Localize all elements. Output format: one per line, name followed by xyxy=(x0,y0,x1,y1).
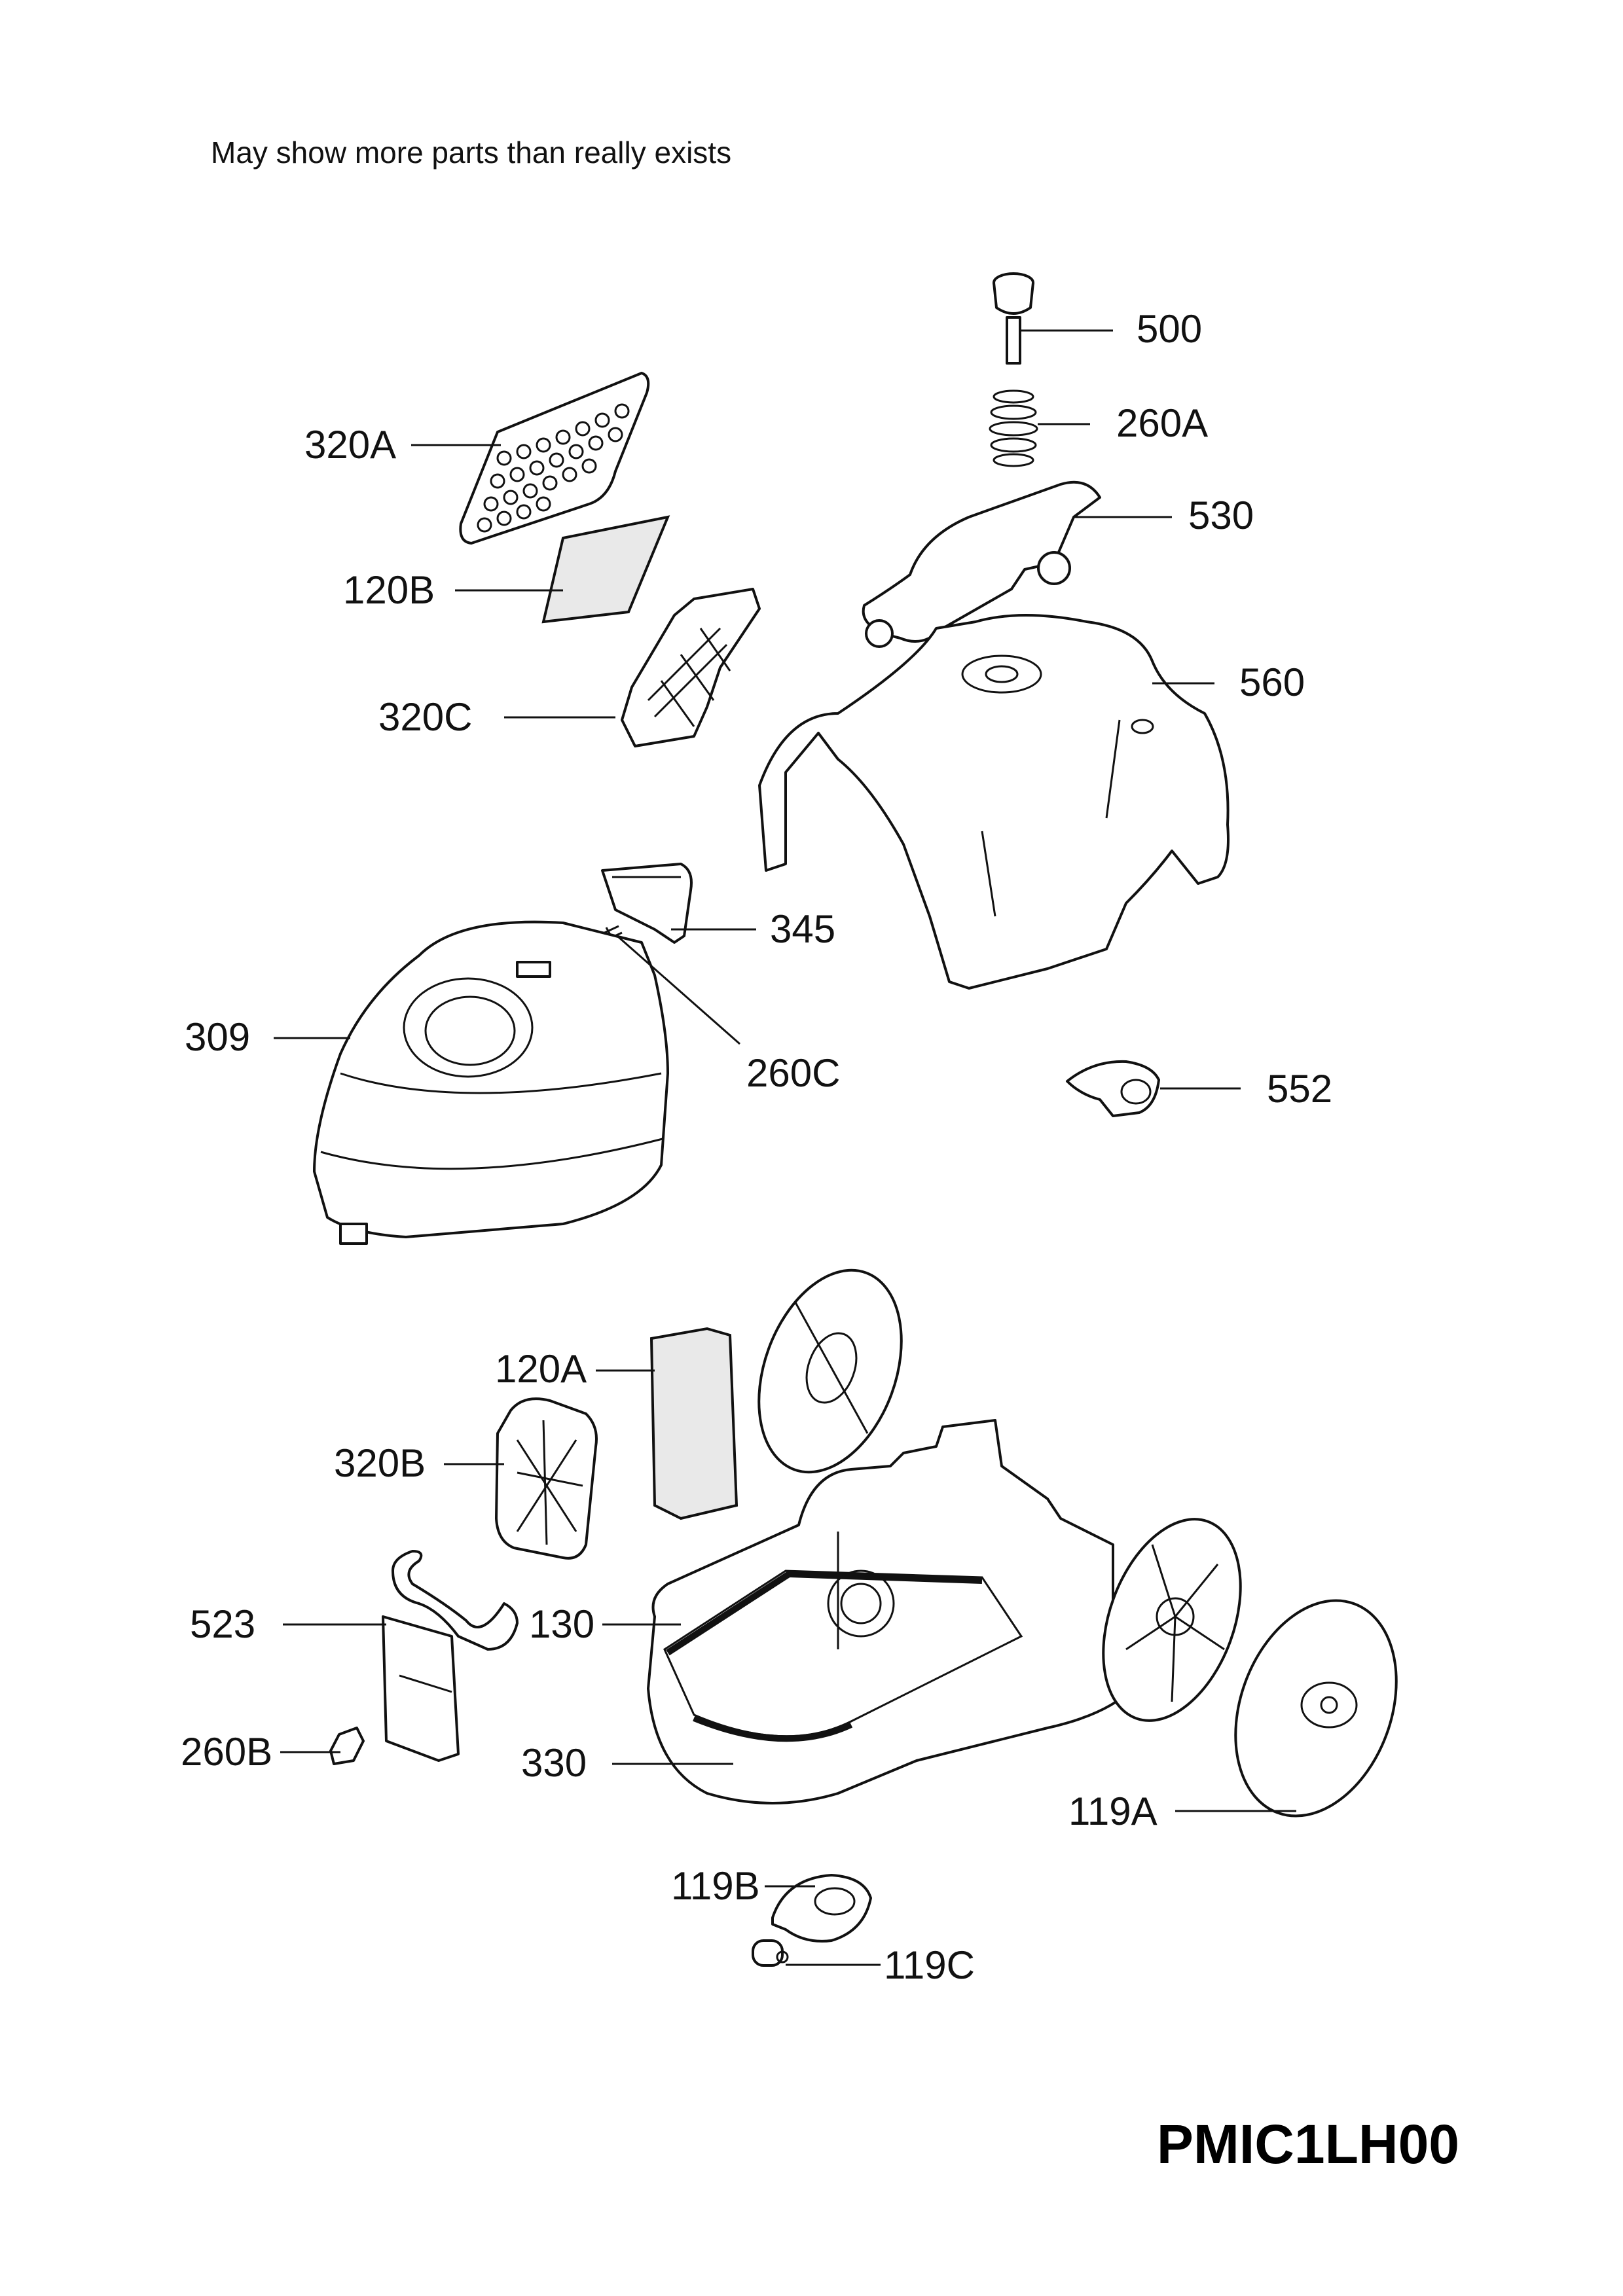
label-330: 330 xyxy=(521,1741,587,1785)
part-119B-caster xyxy=(771,1874,872,1943)
part-wheel-upper xyxy=(757,1268,903,1474)
part-260A-spring xyxy=(989,389,1038,467)
part-552-clip xyxy=(1066,1060,1160,1117)
part-320B-frame xyxy=(495,1397,598,1560)
leader-260C xyxy=(618,936,740,1045)
label-119C: 119C xyxy=(884,1943,975,1987)
leader-lines xyxy=(274,329,1296,1966)
part-560-upper-housing xyxy=(758,614,1230,990)
label-120B: 120B xyxy=(343,568,435,612)
label-530: 530 xyxy=(1188,493,1254,537)
part-120B-filter xyxy=(541,515,670,624)
label-345: 345 xyxy=(770,907,835,951)
label-320B: 320B xyxy=(334,1441,426,1485)
part-119C-roller xyxy=(752,1939,789,1967)
part-345-latch xyxy=(601,863,693,944)
label-120A: 120A xyxy=(495,1347,587,1391)
label-309: 309 xyxy=(185,1015,250,1059)
label-260A: 260A xyxy=(1116,401,1208,445)
label-552: 552 xyxy=(1267,1067,1332,1111)
disclaimer-note: May show more parts than really exists xyxy=(211,135,732,170)
part-500-knob xyxy=(993,272,1034,365)
part-260B-clip xyxy=(329,1727,365,1765)
label-130: 130 xyxy=(529,1602,594,1646)
part-530-handle xyxy=(862,480,1101,648)
part-120A-filter xyxy=(649,1327,739,1520)
part-wheel-rear xyxy=(1102,1518,1242,1722)
part-labels: 500 260A 530 320A 120B 320C 560 345 309 … xyxy=(181,307,1332,1987)
part-523-holder xyxy=(382,1550,519,1762)
label-500: 500 xyxy=(1137,307,1202,351)
label-119B: 119B xyxy=(671,1864,760,1908)
diagram-code: PMIC1LH00 xyxy=(1156,2113,1459,2175)
part-309-cover xyxy=(313,920,669,1245)
label-320A: 320A xyxy=(304,423,396,467)
label-119A: 119A xyxy=(1068,1789,1158,1833)
part-119A-wheel xyxy=(1234,1599,1398,1818)
label-320C: 320C xyxy=(378,695,472,739)
part-320C-frame xyxy=(621,588,761,747)
part-320A-grille xyxy=(459,372,650,545)
label-260B: 260B xyxy=(181,1730,272,1774)
label-260C: 260C xyxy=(746,1051,840,1095)
label-523: 523 xyxy=(190,1602,255,1646)
label-560: 560 xyxy=(1239,660,1305,704)
